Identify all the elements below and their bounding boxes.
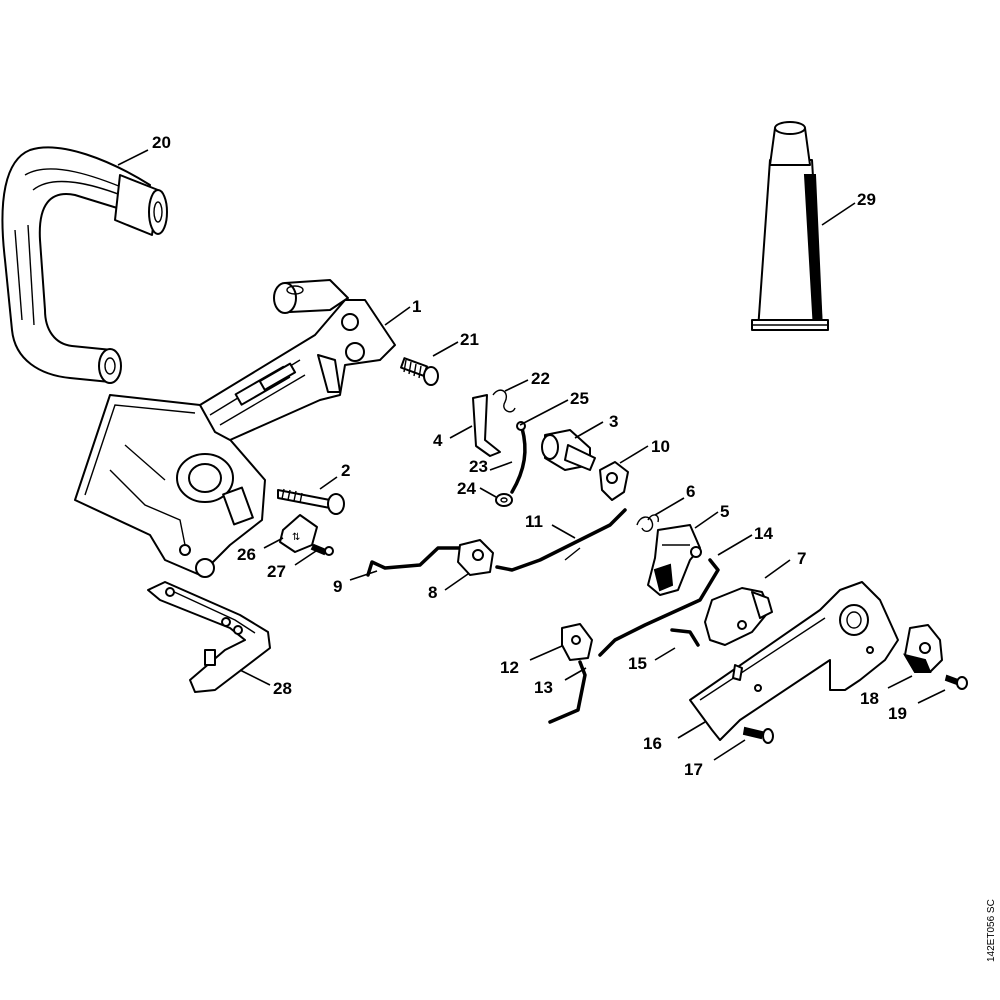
handlebar-tube-part[interactable] [1,146,168,384]
callout-20: 20 [152,133,171,152]
callout-27: 27 [267,562,286,581]
callout-26: 26 [237,545,256,564]
callout-6: 6 [686,482,695,501]
bracket-4-part[interactable] [472,394,501,457]
screw-21-part[interactable] [400,357,439,386]
handle-housing-part[interactable] [74,279,396,578]
callout-22: 22 [531,369,550,388]
callout-18: 18 [860,689,879,708]
callout-labels: 20 1 21 29 22 25 3 4 10 23 2 24 6 5 11 1… [152,133,907,779]
callout-4: 4 [433,431,443,450]
lever-7-part[interactable] [704,587,773,646]
callout-14: 14 [754,524,773,543]
screw-19-part[interactable] [944,674,968,690]
callout-19: 19 [888,704,907,723]
callout-24: 24 [457,479,476,498]
screw-27-part[interactable] [310,543,334,556]
callout-13: 13 [534,678,553,697]
callout-23: 23 [469,457,488,476]
callout-9: 9 [333,577,342,596]
callout-16: 16 [643,734,662,753]
rod-14-part[interactable] [598,558,720,657]
rod-13-part[interactable] [548,660,587,724]
trigger-5-part[interactable] [647,524,702,596]
callout-2: 2 [341,461,350,480]
callout-12: 12 [500,658,519,677]
guide-8-part[interactable] [457,539,494,576]
callout-21: 21 [460,330,479,349]
callout-28: 28 [273,679,292,698]
callout-25: 25 [570,389,589,408]
callout-1: 1 [412,297,421,316]
callout-3: 3 [609,412,618,431]
handle-16-part[interactable] [689,581,899,741]
cap-18-part[interactable] [902,624,943,673]
callout-8: 8 [428,583,437,602]
callout-10: 10 [651,437,670,456]
spring-15-part[interactable] [670,628,700,647]
callout-7: 7 [797,549,806,568]
switch-part[interactable] [541,429,596,471]
callout-15: 15 [628,654,647,673]
callout-11: 11 [525,512,543,531]
ground-wire-part[interactable] [495,421,527,507]
screw-17-part[interactable] [742,726,774,744]
rod-9-part[interactable] [366,546,462,577]
spring-6-part[interactable] [636,514,660,532]
svg-text:⇅: ⇅ [292,532,300,543]
screw-2-part[interactable] [277,488,345,515]
throttle-rod-part[interactable] [495,508,627,572]
spring-22-part[interactable] [492,389,516,413]
callout-17: 17 [684,760,703,779]
pivot-12-part[interactable] [561,623,593,661]
clip-26-part[interactable]: ⇅ [279,514,318,553]
callout-5: 5 [720,502,729,521]
callout-29: 29 [857,190,876,209]
drawing-code: 142ET056 SC [986,899,997,962]
leader-lines [117,149,946,761]
grease-tube-part[interactable] [751,121,829,331]
clip-10-part[interactable] [599,461,629,501]
trigger-guard-part[interactable] [147,581,271,693]
